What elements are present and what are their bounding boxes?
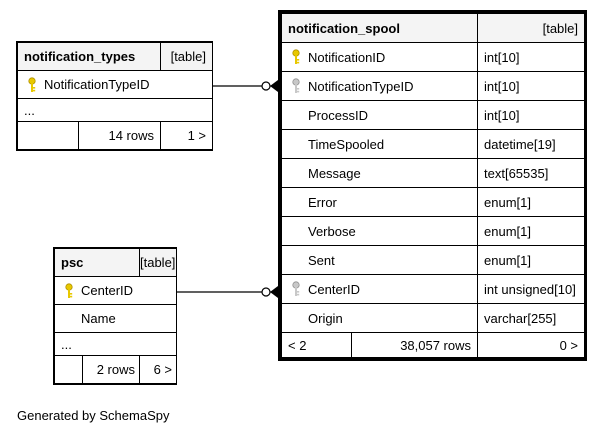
- foreign-key-icon: [292, 281, 300, 296]
- column-notification-type-id[interactable]: NotificationTypeID: [280, 71, 479, 101]
- footer-text: Generated by SchemaSpy: [17, 408, 170, 423]
- column-name: Origin: [308, 310, 343, 326]
- column-name: TimeSpooled: [308, 136, 385, 152]
- column-time-spooled[interactable]: TimeSpooled: [280, 129, 479, 159]
- relationship-psc-to-spool: [176, 286, 278, 298]
- column-verbose[interactable]: Verbose: [280, 216, 479, 246]
- children-link[interactable]: 6 >: [139, 355, 177, 384]
- relationship-notification-types-to-spool: [212, 80, 278, 92]
- primary-key-icon: [28, 77, 36, 92]
- column-center-id[interactable]: CenterID: [54, 276, 177, 305]
- column-name: ProcessID: [308, 107, 368, 123]
- column-type: int[10]: [477, 71, 586, 101]
- row-count: 14 rows: [78, 121, 161, 150]
- children-link[interactable]: 1 >: [160, 121, 213, 150]
- table-type: [table]: [477, 13, 586, 43]
- column-name: CenterID: [81, 283, 134, 298]
- column-type: datetime[19]: [477, 129, 586, 159]
- table-notification-spool[interactable]: notification_spool [table] NotificationI…: [278, 10, 587, 361]
- column-name: NotificationTypeID: [44, 77, 150, 92]
- table-name: notification_types: [17, 42, 161, 71]
- more-columns: ...: [54, 332, 177, 356]
- primary-key-icon: [65, 283, 73, 298]
- column-name: NotificationTypeID: [308, 78, 414, 94]
- table-type: [table]: [139, 248, 177, 277]
- column-name: Message: [308, 165, 361, 181]
- column-type: enum[1]: [477, 187, 586, 217]
- row-count: 38,057 rows: [350, 332, 479, 358]
- column-name: NotificationID: [308, 49, 386, 65]
- table-name: psc: [54, 248, 140, 277]
- table-psc[interactable]: psc [table] CenterID Name ... 2 rows 6 >: [53, 247, 177, 385]
- parents-cell: [17, 121, 79, 150]
- column-name: Error: [308, 194, 337, 210]
- primary-key-icon: [292, 49, 300, 64]
- column-error[interactable]: Error: [280, 187, 479, 217]
- parents-link[interactable]: < 2: [281, 332, 352, 358]
- column-type: enum[1]: [477, 245, 586, 275]
- column-type: int[10]: [477, 100, 586, 130]
- column-notification-id[interactable]: NotificationID: [280, 42, 479, 72]
- column-name: Verbose: [308, 223, 356, 239]
- table-notification-types[interactable]: notification_types [table] NotificationT…: [16, 41, 213, 151]
- table-type: [table]: [160, 42, 213, 71]
- column-name-field[interactable]: Name: [54, 304, 177, 333]
- column-notification-type-id[interactable]: NotificationTypeID: [17, 70, 213, 99]
- column-name: CenterID: [308, 281, 361, 297]
- column-name: Name: [81, 311, 116, 326]
- column-origin[interactable]: Origin: [280, 303, 479, 333]
- foreign-key-icon: [292, 78, 300, 93]
- table-name: notification_spool: [280, 13, 479, 43]
- children-link[interactable]: 0 >: [477, 332, 586, 358]
- column-name: Sent: [308, 252, 335, 268]
